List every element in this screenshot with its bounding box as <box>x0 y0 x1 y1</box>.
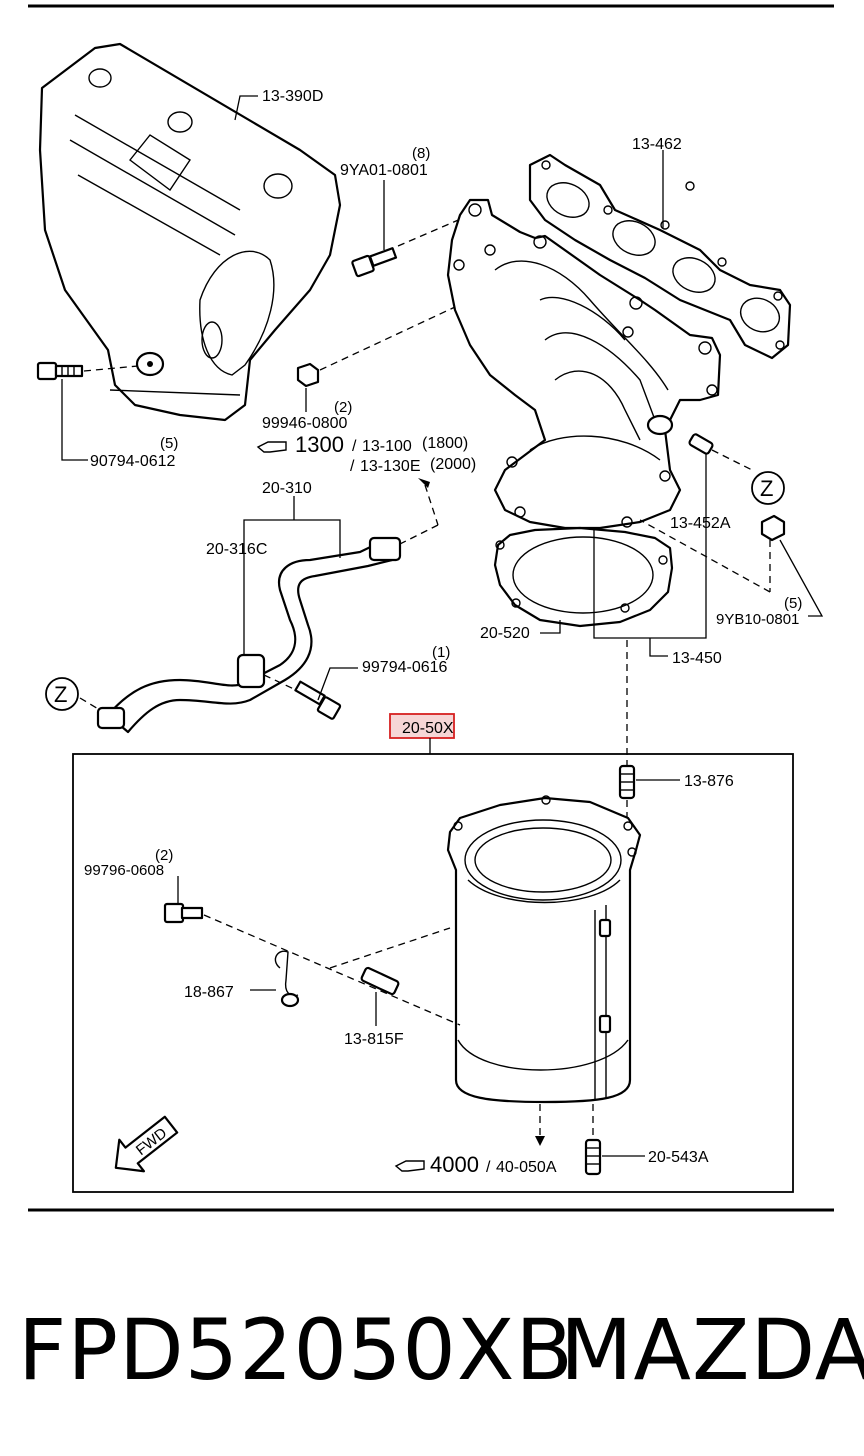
label-nut-99946: 99946-0800 <box>262 415 348 432</box>
zone-z-left: Z <box>45 677 79 711</box>
label-pipe-20316c: 20-316C <box>206 541 267 558</box>
label-heat-insulator: 13-390D <box>262 88 323 105</box>
qty-90794: (5) <box>160 435 178 452</box>
dash-9yb10-b <box>639 519 771 593</box>
reference-1300: 1300 / 13-100 (1800) / 13-130E (2000) <box>256 432 476 475</box>
leader-13-390d <box>234 95 258 121</box>
leader-9yb10 <box>779 539 824 617</box>
part-number: FPD52050XB <box>18 1301 575 1399</box>
label-converter-20-50x[interactable]: 20-50X <box>402 720 454 737</box>
label-bracket-18867: 18-867 <box>184 984 234 1001</box>
qty-99794: (1) <box>432 644 450 661</box>
leader-90794 <box>61 379 88 461</box>
leader-13-450 <box>649 638 668 657</box>
dash-1300 <box>424 484 439 526</box>
catalytic-converter-box <box>72 753 794 1193</box>
label-z-left: Z <box>54 682 67 707</box>
nut-9yb10 <box>760 514 786 542</box>
stud-13815f <box>360 966 400 996</box>
label-stud-13452a: 13-452A <box>670 515 731 532</box>
label-bolt-99796: 99796-0608 <box>84 862 164 879</box>
label-z-right: Z <box>760 476 773 501</box>
zone-z-right: Z <box>751 471 785 505</box>
label-stud-13815f: 13-815F <box>344 1031 404 1048</box>
pointing-hand-icon <box>256 441 287 453</box>
qty-99796: (2) <box>155 847 173 864</box>
bolt-90794 <box>36 361 84 381</box>
highlight-border <box>389 713 455 739</box>
fwd-arrow-icon: FWD <box>114 1115 179 1173</box>
bolt-99794 <box>294 680 342 720</box>
heat-insulator <box>38 42 342 422</box>
qty-9ya01: (8) <box>412 145 430 162</box>
bracket-20-310 <box>243 519 341 655</box>
footer-caption: FPD52050XB MAZDA <box>0 1290 864 1410</box>
circled-letter-icon <box>751 471 785 505</box>
ref-1300-a: 13-100 <box>362 438 412 455</box>
dash-99794 <box>263 674 297 691</box>
exhaust-manifold <box>446 198 722 530</box>
bolt-9ya01 <box>351 247 398 278</box>
label-stud-20543a: 20-543A <box>648 1149 709 1166</box>
dash-bolt-90794 <box>83 365 139 372</box>
circled-letter-icon <box>45 677 79 711</box>
label-pipe-20310: 20-310 <box>262 480 312 497</box>
pointing-hand-icon <box>394 1160 425 1172</box>
dash-1300-b <box>397 524 439 546</box>
ref-1300-number: 1300 <box>295 432 344 457</box>
converter-gasket <box>493 526 674 628</box>
brand-name: MAZDA <box>560 1301 864 1399</box>
highlight-box[interactable] <box>390 714 454 738</box>
ref-4000-a: 40-050A <box>496 1159 557 1176</box>
ref-1300-slash-a: / <box>352 438 357 455</box>
bolt-99796 <box>163 902 204 924</box>
dash-z-left <box>79 697 101 711</box>
qty-99946: (2) <box>334 399 352 416</box>
label-bolt-9ya01: 9YA01-0801 <box>340 162 428 179</box>
exploded-parts-diagram: 13-390D (5) 90794-0612 (8) 9YA01-0801 (2… <box>28 4 834 1212</box>
label-stud-13876: 13-876 <box>684 773 734 790</box>
stud-13452a <box>688 433 714 455</box>
dash-13452a <box>711 449 753 471</box>
oil-pipe <box>96 536 402 734</box>
label-bolt-99794: 99794-0616 <box>362 659 448 676</box>
label-gasket-20520: 20-520 <box>480 625 530 642</box>
dash-18867 <box>329 927 451 969</box>
ref-4000-number: 4000 <box>430 1152 479 1177</box>
ref-1300-a-note: (1800) <box>422 435 468 452</box>
catalytic-converter <box>446 795 642 1104</box>
dash-99796 <box>203 914 461 1026</box>
ref-1300-slash-b: / <box>350 458 355 475</box>
nut-99946 <box>296 362 320 388</box>
stud-13876 <box>618 764 636 800</box>
label-manifold-13450: 13-450 <box>672 650 722 667</box>
leader-20-520 <box>540 620 561 634</box>
label-manifold-gasket: 13-462 <box>632 136 682 153</box>
reference-4000: 4000 / 40-050A <box>394 1152 557 1177</box>
bracket-18867 <box>274 950 300 1008</box>
stud-20543a <box>584 1138 602 1176</box>
ref-1300-b: 13-130E <box>360 458 421 475</box>
qty-9yb10: (5) <box>784 595 802 612</box>
manifold-gasket <box>528 153 792 360</box>
dash-99946 <box>319 299 471 371</box>
arrow-to-4000 <box>535 1136 545 1146</box>
highlighted-callout[interactable]: 20-50X <box>389 713 455 739</box>
label-nut-9yb10: 9YB10-0801 <box>716 611 799 628</box>
leader-99794 <box>317 667 358 701</box>
arrow-to-1300 <box>418 478 430 488</box>
ref-4000-slash: / <box>486 1159 491 1176</box>
ref-1300-b-note: (2000) <box>430 456 476 473</box>
label-bolt-90794: 90794-0612 <box>90 453 176 470</box>
